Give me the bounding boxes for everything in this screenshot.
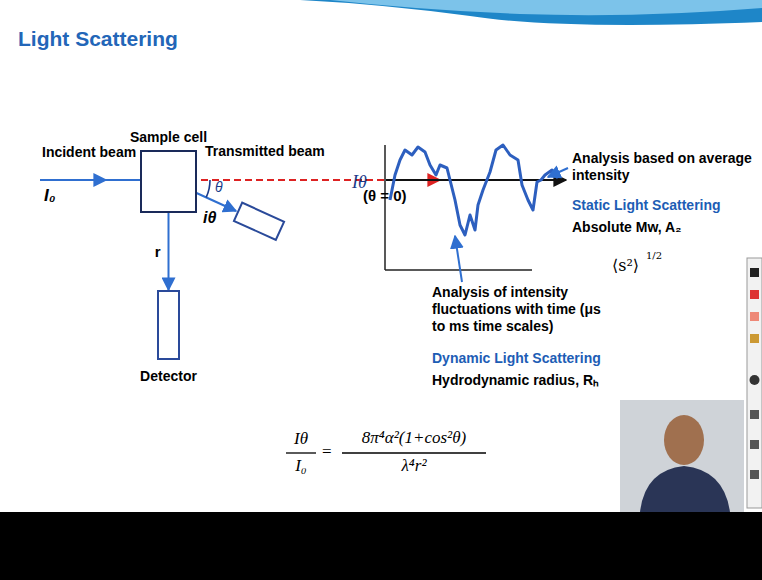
plot-axis	[385, 269, 532, 271]
plot-axis	[384, 145, 386, 270]
intensity-symbol: iθ	[203, 208, 216, 227]
annotation-text: Absolute Mw, A₂	[572, 219, 681, 236]
fraction-bar	[286, 452, 316, 453]
header-swoosh	[330, 0, 762, 15]
formula-part: λ⁴r²	[340, 456, 488, 476]
annotation-text: Analysis of intensity fluctuations with …	[432, 284, 612, 334]
intensity-trace	[390, 145, 558, 235]
bottom-band	[0, 512, 762, 580]
slide-ground	[0, 0, 762, 512]
formula-part: =	[322, 442, 332, 462]
angle-note: (θ = 0)	[363, 187, 407, 205]
slide-title: Light Scattering	[18, 26, 178, 51]
detector-label: Detector	[140, 368, 197, 385]
annotation-text: Analysis based on average intensity	[572, 150, 754, 184]
math-exponent: 1/2	[646, 250, 662, 262]
intensity-symbol: I₀	[44, 186, 55, 206]
presenter-video	[620, 400, 744, 512]
beam-label: Incident beam	[42, 144, 136, 161]
pen-toolbar	[747, 258, 762, 508]
incident-beam	[104, 179, 140, 181]
pointer-arrow	[455, 236, 462, 282]
axis-label: Iθ	[352, 172, 367, 194]
beam-label: Transmitted beam	[205, 143, 325, 160]
angle-symbol: θ	[215, 179, 223, 196]
formula-part: Iθ	[284, 429, 318, 449]
method-name: Dynamic Light Scattering	[432, 350, 601, 367]
angle-arc	[206, 180, 210, 197]
formula-part: 8π⁴α²(1+cos²θ)	[340, 428, 488, 448]
detector-symbol	[234, 203, 284, 240]
beam-arrow	[168, 213, 170, 290]
incident-arrow	[40, 179, 106, 181]
fraction-bar	[342, 452, 486, 453]
method-name: Static Light Scattering	[572, 197, 721, 214]
distance-label: r	[155, 243, 161, 261]
detector-box: Detector	[157, 290, 180, 360]
header-swoosh	[300, 0, 762, 25]
math-symbol: ⟨s²⟩	[612, 256, 639, 275]
cell-label: Sample cell	[130, 129, 207, 146]
pointer-arrow	[548, 168, 568, 177]
sample-cell: Sample cell	[140, 150, 197, 213]
formula-part: I₀	[284, 456, 318, 476]
annotation-text: Hydrodynamic radius, Rₕ	[432, 372, 599, 389]
